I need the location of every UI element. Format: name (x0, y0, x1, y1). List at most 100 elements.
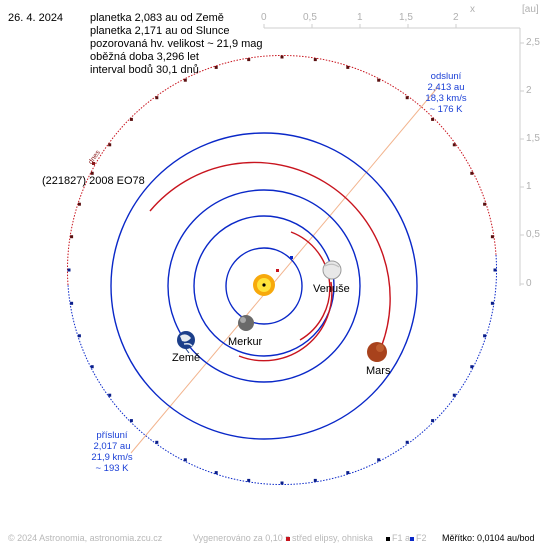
y-tick-label: 1,5 (526, 133, 540, 144)
apsis-line (130, 86, 439, 454)
footer-copyright: © 2024 Astronomia, astronomia.zcu.cz (8, 533, 163, 543)
x-axis-label: x (470, 4, 475, 15)
asteroid-point (431, 419, 435, 423)
asteroid-point (483, 202, 487, 206)
asteroid-point (77, 334, 81, 338)
asteroid-point (77, 202, 81, 206)
info-magnitude: pozorovaná hv. velikost ~ 21,9 mag (90, 38, 263, 50)
asteroid-orbit-upper (66, 54, 497, 286)
date-label: 26. 4. 2024 (8, 12, 64, 24)
object-name: (221827) 2008 EO78 (42, 175, 145, 187)
y-tick-label: 2,5 (526, 37, 540, 48)
asteroid-point (452, 143, 456, 147)
asteroid-point (313, 58, 317, 62)
info-period: oběžná doba 3,296 let (90, 51, 199, 63)
perihelion-speed: 21,9 km/s (91, 452, 133, 463)
y-tick-label: 1 (526, 181, 532, 192)
footer-f2: F2 (416, 533, 427, 543)
aphelion-distance: 2,413 au (427, 82, 465, 93)
x-tick-label: 0 (261, 12, 267, 23)
asteroid-point (490, 235, 494, 239)
footer-f1: F1 a (392, 533, 411, 543)
mars-orbit (110, 132, 418, 440)
asteroid-point (377, 78, 381, 82)
earth-planet (177, 331, 195, 349)
orbit-segment-red-inner (290, 231, 331, 341)
asteroid-point (452, 393, 456, 397)
mercury-planet (238, 315, 254, 331)
mercury-orbit (225, 247, 303, 325)
asteroid-point (346, 65, 350, 69)
legend-f1-swatch (386, 536, 390, 541)
y-tick-label: 2 (526, 85, 532, 96)
asteroid-point (483, 334, 487, 338)
footer-legend-center: střed elipsy, ohniska (286, 533, 373, 543)
asteroid-point (70, 235, 74, 239)
footer-scale: Měřítko: 0,0104 au/bod (442, 533, 535, 543)
x-tick-label: 2 (453, 12, 459, 23)
venus-orbit (193, 215, 335, 357)
aphelion-speed: 18,3 km/s (425, 93, 467, 104)
asteroid-point (183, 458, 187, 462)
x-tick-label: 1,5 (399, 12, 413, 23)
asteroid-point (108, 393, 112, 397)
asteroid-point (129, 419, 133, 423)
asteroid-point (490, 301, 494, 305)
asteroid-point (280, 55, 284, 59)
asteroid-point (247, 58, 251, 62)
y-tick-label: 0 (526, 278, 532, 289)
asteroid-point (377, 458, 381, 462)
asteroid-position-points (67, 55, 497, 485)
mars-planet (367, 342, 387, 362)
asteroid-point (313, 478, 317, 482)
asteroid-point (67, 268, 71, 272)
asteroid-point (183, 78, 187, 82)
axis-unit: [au] (522, 4, 539, 15)
asteroid-point (470, 365, 474, 369)
asteroid-point (129, 117, 133, 121)
legend-f2-swatch (410, 536, 414, 541)
asteroid-point (405, 96, 409, 100)
mars-label: Mars (366, 365, 391, 377)
footer-generated: Vygenerováno za 0,10 s (193, 533, 290, 543)
asteroid-point (405, 440, 409, 444)
asteroid-point (214, 65, 218, 69)
asteroid-point (70, 301, 74, 305)
footer-legend-f2: F2 (410, 533, 427, 543)
earth-label-pointer (182, 344, 190, 354)
info-distance-sun: planetka 2,171 au od Slunce (90, 25, 230, 37)
asteroid-point (155, 96, 159, 100)
asteroid-point (90, 171, 94, 175)
ellipse-center-mark (276, 269, 279, 272)
perihelion-title: přísluní (96, 430, 128, 441)
asteroid-point (470, 171, 474, 175)
asteroid-point (346, 471, 350, 475)
asteroid-point (90, 365, 94, 369)
asteroid-point (247, 478, 251, 482)
asteroid-point (155, 440, 159, 444)
footer-ellipse-center: střed elipsy, ohniska (292, 533, 373, 543)
asteroid-current-position (92, 162, 95, 165)
asteroid-point (108, 143, 112, 147)
info-distance-earth: planetka 2,083 au od Země (90, 12, 224, 24)
aphelion-title: odsluní (430, 71, 462, 82)
asteroid-point (280, 481, 284, 485)
focus-f2-mark (290, 256, 293, 259)
footer-legend-f1: F1 a (386, 533, 410, 543)
perihelion-temperature: ~ 193 K (95, 463, 129, 474)
y-tick-label: 0,5 (526, 229, 540, 240)
mercury-label: Merkur (228, 336, 263, 348)
venus-label: Venuše (313, 283, 350, 295)
x-tick-label: 1 (357, 12, 363, 23)
orbit-segment-red (149, 161, 391, 351)
asteroid-point (214, 471, 218, 475)
asteroid-point (431, 117, 435, 121)
info-point-interval: interval bodů 30,1 dnů (90, 64, 199, 76)
earth-orbit (167, 189, 361, 383)
aphelion-temperature: ~ 176 K (429, 104, 463, 115)
venus-planet (322, 260, 342, 280)
asteroid-point (493, 268, 497, 272)
legend-center-swatch (286, 536, 290, 541)
